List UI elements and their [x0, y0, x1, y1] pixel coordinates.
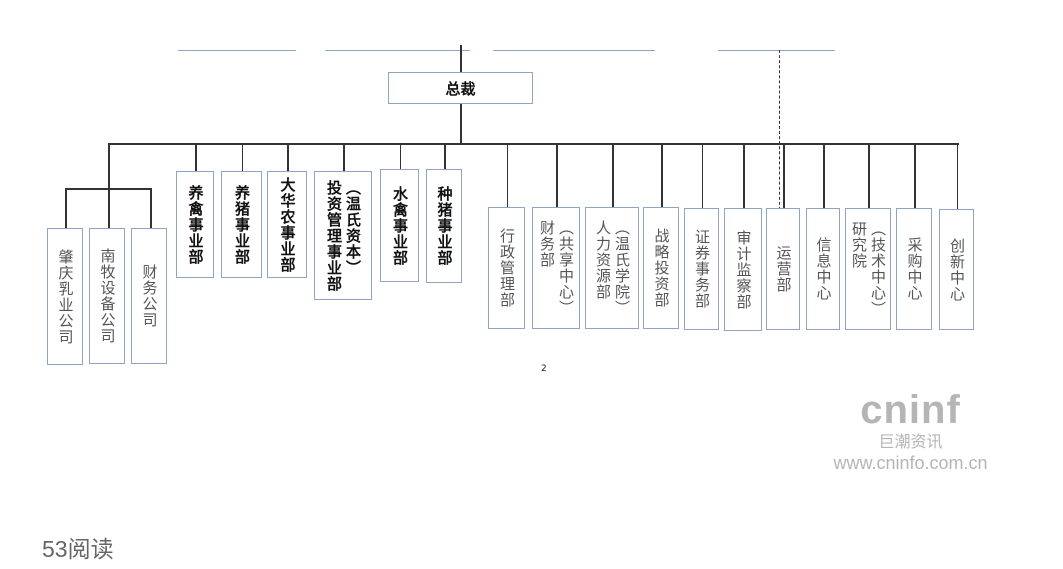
top-connector [325, 50, 470, 51]
connector-line [823, 143, 825, 208]
connector-line [241, 143, 243, 171]
watermark-logo: cninf [860, 388, 961, 432]
connector-line [460, 104, 462, 144]
org-node: （共享中心） 财务部 [532, 207, 580, 329]
connector-line [150, 188, 152, 228]
org-node-label: 水禽事业部 [391, 185, 409, 266]
org-node: 种猪事业部 [426, 169, 462, 283]
org-node: 肇庆乳业公司 [47, 228, 83, 365]
connector-line [343, 143, 345, 171]
org-node: （温氏学院） 人力资源部 [585, 207, 639, 329]
org-node: 创新中心 [939, 209, 974, 330]
org-node: 大华农事业部 [267, 171, 307, 278]
dashed-audit-line [779, 50, 780, 210]
connector-line [743, 143, 745, 208]
ceo-label: 总裁 [445, 79, 476, 98]
org-node: 南牧设备公司 [89, 228, 125, 364]
read-count: 53阅读 [42, 536, 114, 562]
org-node: （技术中心） 研究院 [845, 208, 891, 330]
org-node: 证券事务部 [684, 208, 719, 330]
org-node: 财务公司 [131, 228, 167, 364]
top-connector [718, 50, 835, 51]
connector-line [460, 45, 462, 72]
connector-line [612, 143, 614, 207]
org-node-label: （技术中心） 研究院 [850, 221, 887, 317]
org-node-label: 南牧设备公司 [98, 248, 117, 344]
org-node-label: 财务公司 [140, 264, 159, 328]
cninfo-watermark: cninf 巨潮资讯 www.cninfo.com.cn [793, 388, 1028, 488]
org-node-label: （温氏学院） 人力资源部 [594, 220, 631, 316]
connector-line [65, 188, 67, 228]
org-node-label: 信息中心 [814, 237, 833, 301]
org-node-label: 证券事务部 [693, 229, 711, 309]
top-connector [493, 50, 655, 51]
top-connector [178, 50, 296, 51]
ceo-node: 总裁 [388, 72, 533, 104]
connector-line [783, 143, 785, 208]
connector-line [868, 143, 870, 208]
org-node-label: 肇庆乳业公司 [56, 248, 75, 345]
org-node-label: 运营部 [774, 245, 793, 293]
org-node: （温氏资本） 投资管理事业部 [314, 171, 372, 300]
org-node: 养禽事业部 [176, 171, 214, 278]
connector-line [65, 188, 151, 190]
connector-line [195, 143, 197, 171]
org-node: 战略投资部 [643, 207, 679, 329]
org-node-label: 养禽事业部 [186, 184, 205, 265]
org-node: 行政管理部 [488, 207, 525, 329]
org-node-label: 创新中心 [948, 237, 966, 302]
org-node: 采购中心 [896, 208, 932, 330]
org-node-label: （温氏资本） 投资管理事业部 [325, 179, 362, 292]
org-node-label: 种猪事业部 [435, 186, 454, 266]
org-node: 运营部 [766, 208, 800, 330]
org-node-label: 行政管理部 [498, 228, 516, 308]
org-node-label: 采购中心 [905, 237, 924, 301]
org-node-label: 养猪事业部 [233, 184, 251, 265]
org-node: 审计监察部 [724, 208, 762, 331]
connector-line [701, 143, 703, 208]
connector-line [108, 143, 110, 229]
org-node-label: 战略投资部 [652, 228, 671, 308]
connector-line [287, 143, 289, 171]
connector-line [444, 143, 446, 169]
page-number: 2 [541, 364, 547, 374]
connector-line [956, 143, 958, 209]
main-horizontal-line [108, 143, 959, 145]
org-node-label: 审计监察部 [734, 229, 753, 310]
connector-line [914, 143, 916, 208]
org-node: 养猪事业部 [221, 171, 262, 278]
watermark-name: 巨潮资讯 [878, 432, 943, 451]
watermark-url: www.cninfo.com.cn [833, 453, 988, 473]
connector-line [506, 143, 508, 207]
connector-line [399, 143, 401, 169]
connector-line [556, 143, 558, 207]
org-node-label: 大华农事业部 [278, 176, 297, 273]
org-node-label: （共享中心） 财务部 [538, 220, 575, 316]
org-node: 水禽事业部 [380, 169, 419, 282]
connector-line [661, 143, 663, 207]
org-node: 信息中心 [806, 208, 840, 330]
